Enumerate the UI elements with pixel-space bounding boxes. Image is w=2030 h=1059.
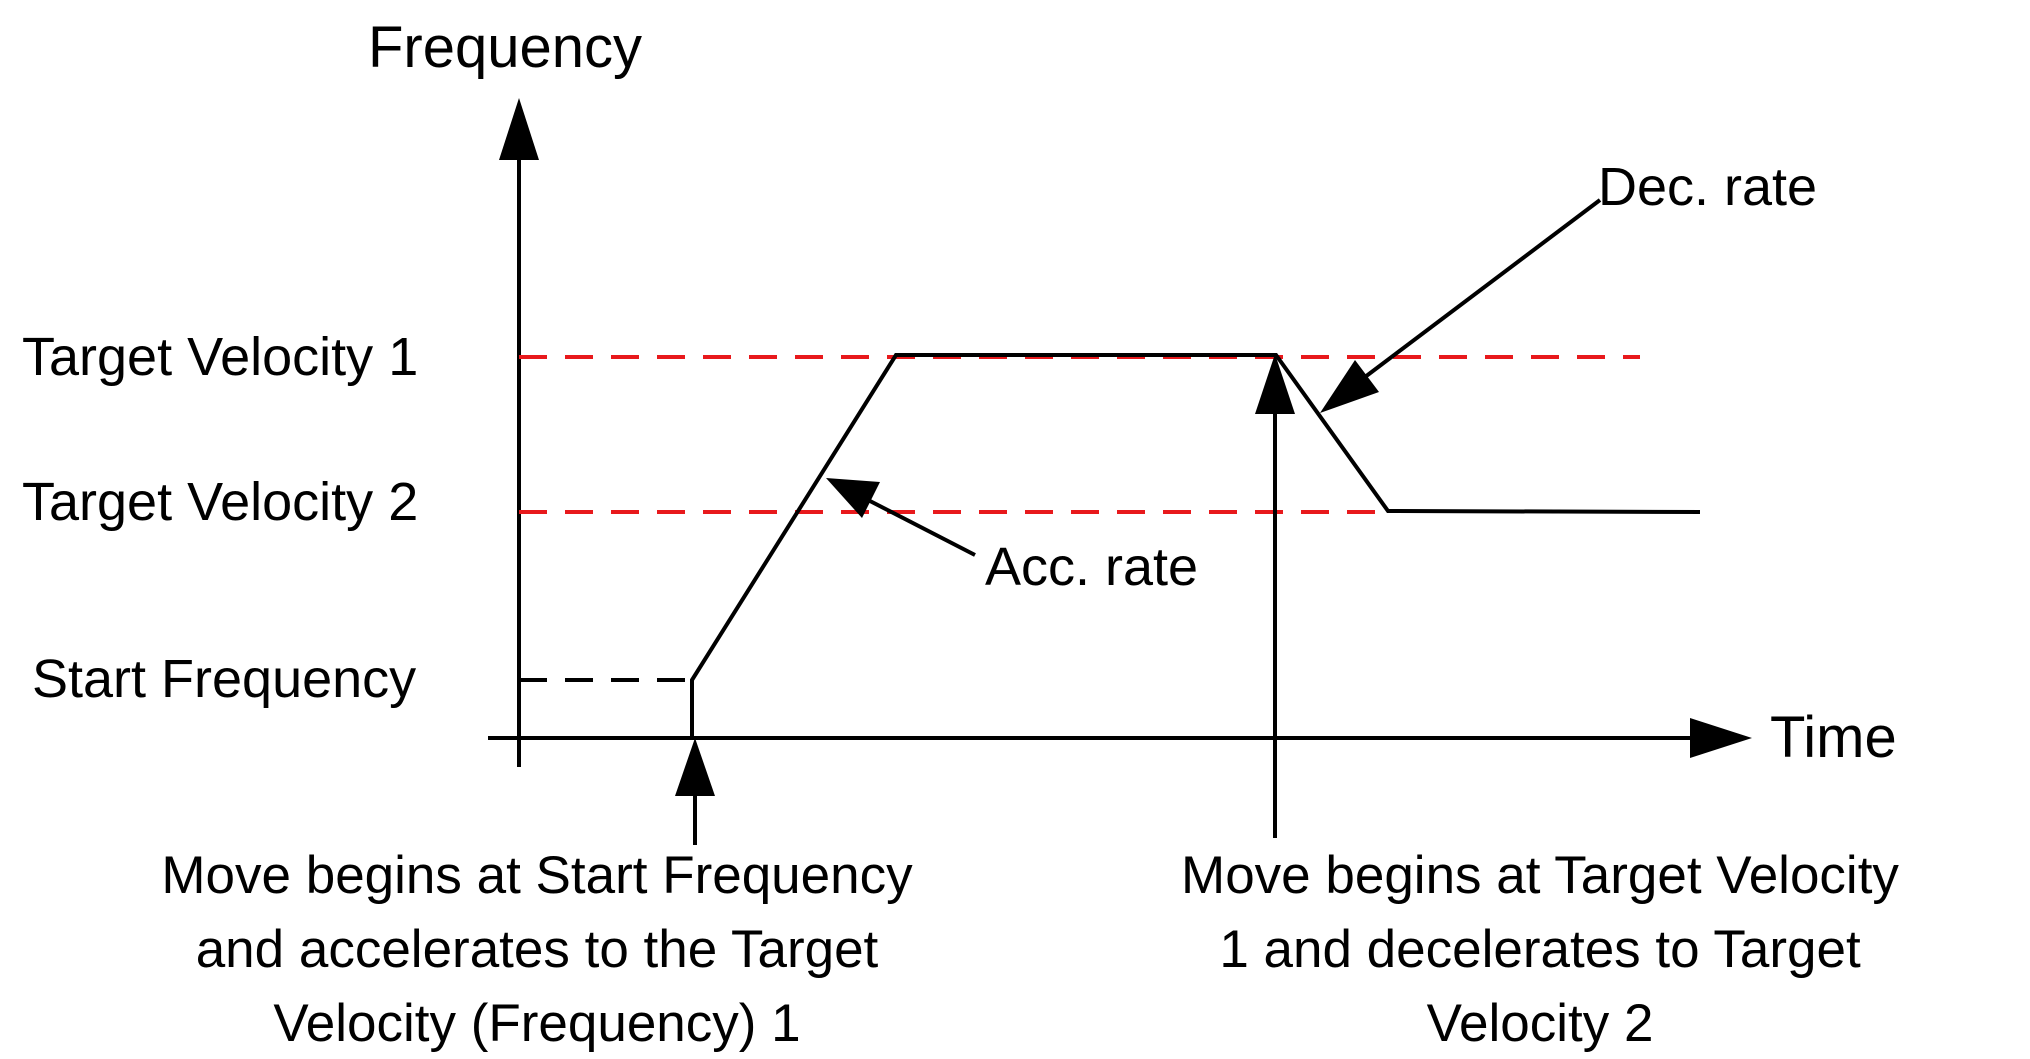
dec-rate-label: Dec. rate [1598, 157, 1817, 217]
velocity-profile-line [690, 353, 1701, 738]
acc-rate-arrowhead [826, 478, 880, 518]
start-frequency-label: Start Frequency [32, 649, 416, 709]
left-caption-line-2: and accelerates to the Target [196, 920, 879, 979]
target-velocity-1-label: Target Velocity 1 [22, 327, 418, 387]
acc-rate-leader-line [869, 499, 976, 557]
decel-start-arrowhead [1255, 354, 1295, 414]
left-caption-line-1: Move begins at Start Frequency [161, 846, 913, 905]
target-velocity-2-label: Target Velocity 2 [22, 472, 418, 532]
dec-rate-leader-line [1363, 198, 1602, 379]
start-move-arrowhead [675, 738, 715, 796]
left-caption-line-3: Velocity (Frequency) 1 [273, 994, 800, 1053]
acc-rate-label: Acc. rate [985, 537, 1198, 597]
x-axis-label: Time [1770, 705, 1897, 770]
y-axis-label: Frequency [368, 15, 642, 80]
x-axis-arrowhead [1690, 718, 1752, 758]
dec-rate-arrowhead [1320, 360, 1379, 413]
y-axis-arrowhead [499, 98, 539, 160]
right-caption-line-3: Velocity 2 [1427, 994, 1654, 1053]
right-caption-line-1: Move begins at Target Velocity [1181, 846, 1899, 905]
right-caption-line-2: 1 and decelerates to Target [1219, 920, 1861, 979]
